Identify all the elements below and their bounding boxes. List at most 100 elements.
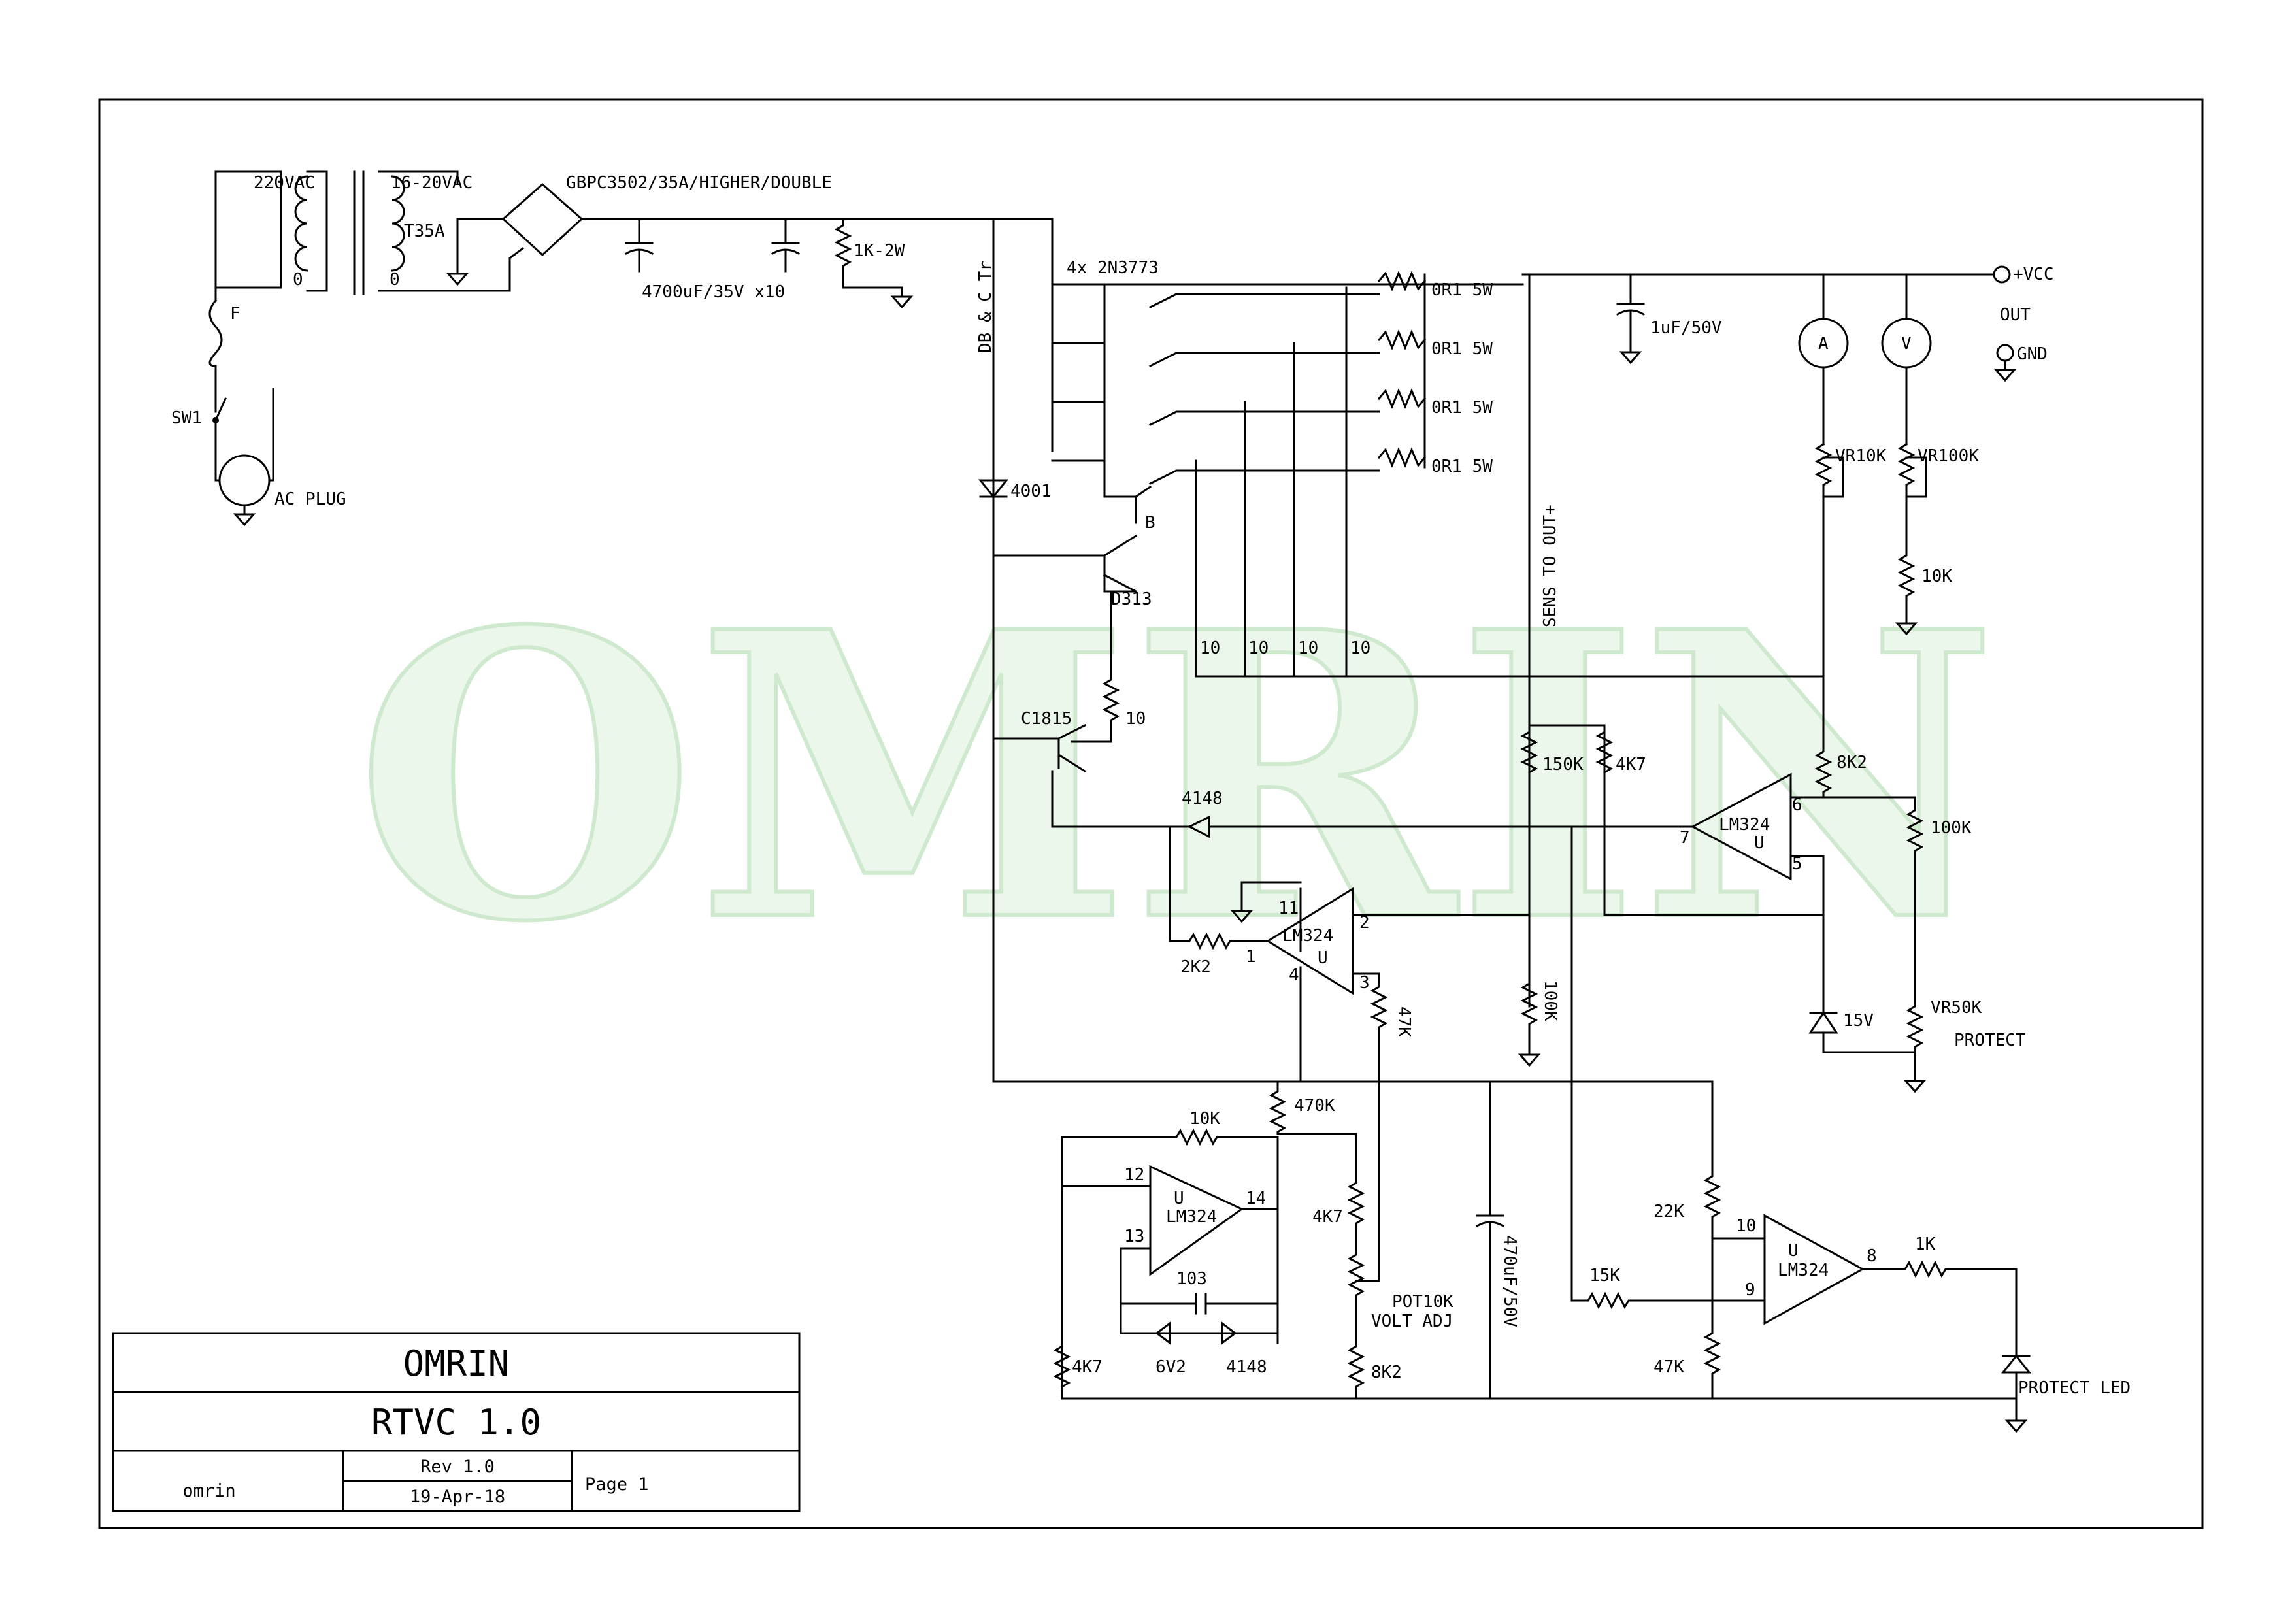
ammeter-label: A [1818, 334, 1829, 354]
cap-1u-label: 1uF/50V [1650, 318, 1722, 338]
secondary-voltage-label: 16-20VAC [391, 173, 473, 193]
output-section: +VCC OUT GND 1uF/50V A VR10K V VR100K 10… [1521, 265, 2054, 678]
vr50k-label: VR50K [1931, 998, 1982, 1018]
pin-3-label: 3 [1359, 973, 1370, 993]
pin-11-label: 11 [1278, 899, 1299, 918]
pin-7-label: 7 [1680, 828, 1690, 848]
zener-6v2-label: 6V2 [1155, 1357, 1186, 1377]
pin-12-label: 12 [1124, 1165, 1144, 1185]
primary-voltage-label: 220VAC [254, 173, 315, 193]
zener-15v-label: 15V [1843, 1011, 1874, 1031]
secondary-zero-label: 0 [390, 270, 400, 290]
pin-13-label: 13 [1124, 1227, 1144, 1246]
sense-section: SENS TO OUT+ 150K 4K7 100K LM324 U 7 6 5… [1519, 273, 2026, 1093]
sheet-border [98, 98, 2204, 1529]
pin-5-label: 5 [1792, 854, 1802, 874]
r-47k-b-label: 47K [1653, 1357, 1684, 1377]
driver-label: D313 [1111, 589, 1152, 609]
diode-4148-a-label: 4148 [1182, 789, 1223, 808]
revision: Rev 1.0 [420, 1457, 495, 1477]
pin-1-label: 1 [1246, 947, 1256, 967]
fuse-label: F [230, 304, 241, 323]
protect-label: PROTECT [1954, 1031, 2026, 1050]
title-block: OMRIN RTVC 1.0 omrin Rev 1.0 19-Apr-18 P… [112, 1332, 801, 1512]
r-8k2-b-label: 8K2 [1836, 753, 1867, 772]
mains-section: SW1 F AC PLUG 220VAC 0 16-20VAC T35A 0 G… [171, 170, 1054, 526]
transformer-label: T35A [404, 222, 445, 241]
pin-10-label: 10 [1736, 1216, 1756, 1236]
r-4k7-b-label: 4K7 [1616, 755, 1646, 774]
vcc-label: +VCC [2013, 265, 2054, 284]
opamp-a-unit: U [1318, 948, 1328, 968]
base-r2-label: 10 [1248, 638, 1269, 658]
r-10k-meter-label: 10K [1921, 567, 1952, 586]
pin-8-label: 8 [1867, 1246, 1877, 1266]
opamp-b-unit: U [1754, 833, 1765, 853]
vr10k-label: VR10K [1835, 446, 1887, 466]
gnd-label: GND [2017, 344, 2048, 364]
output-transistors-label: 4x 2N3773 [1067, 258, 1159, 278]
r-1k-label: 1K [1915, 1235, 1936, 1254]
pin-4-label: 4 [1289, 965, 1299, 985]
pin-6-label: 6 [1792, 795, 1802, 815]
r-2k2-label: 2K2 [1180, 957, 1211, 977]
emitter-r1-label: 0R1 5W [1431, 280, 1493, 300]
opamp-d-unit: U [1788, 1241, 1799, 1261]
r-10-driver-label: 10 [1125, 709, 1146, 729]
r-4k7-left-label: 4K7 [1072, 1357, 1103, 1377]
cap-470u-label: 470uF/50V [1500, 1235, 1520, 1327]
r-22k-label: 22K [1653, 1202, 1684, 1221]
r-47k-a-label: 47K [1394, 1006, 1414, 1037]
main-caps-label: 4700uF/35V x10 [642, 282, 785, 302]
opamp-d-label: LM324 [1778, 1261, 1829, 1280]
out-label: OUT [2000, 305, 2031, 325]
filter-section: 4700uF/35V x10 1K-2W [624, 218, 912, 308]
db-c-tr-label: DB & C Tr [976, 261, 995, 353]
ammeter [1798, 318, 1849, 369]
watermark: OMRIN [355, 547, 1999, 1008]
opamp-a-label: LM324 [1282, 926, 1333, 946]
page-number: Page 1 [585, 1474, 649, 1495]
schematic-title: RTVC 1.0 [371, 1402, 541, 1443]
voltmeter [1881, 318, 1932, 369]
output-stage: 4x 2N3773 0R1 5W 0R1 5W 0R1 5W 0R1 5W DB… [976, 218, 1825, 1083]
volt-adj-label: VOLT ADJ [1371, 1312, 1453, 1331]
pin-14-label: 14 [1246, 1189, 1266, 1208]
sens-label: SENS TO OUT+ [1540, 505, 1560, 627]
voltmeter-label: V [1901, 334, 1912, 354]
r-8k2-a-label: 8K2 [1371, 1363, 1402, 1382]
ac-plug-label: AC PLUG [274, 489, 346, 509]
opamp-b-label: LM324 [1719, 815, 1770, 835]
cap-103-label: 103 [1176, 1269, 1207, 1289]
r-15k-label: 15K [1589, 1266, 1620, 1285]
pot-10k-label: POT10K [1392, 1292, 1453, 1312]
emitter-r3-label: 0R1 5W [1431, 398, 1493, 418]
led-section: 22K 47K 15K LM324 U 10 9 8 1K PROTECT LE… [1570, 825, 2131, 1433]
diode-4001-label: 4001 [1010, 482, 1052, 501]
bleeder-label: 1K-2W [854, 241, 905, 261]
author: omrin [182, 1481, 235, 1501]
company-name: OMRIN [403, 1343, 510, 1384]
c1815-label: C1815 [1021, 709, 1072, 729]
diode-4148-b-label: 4148 [1226, 1357, 1267, 1377]
base-r3-label: 10 [1298, 638, 1318, 658]
r-100k-b-label: 100K [1931, 818, 1972, 838]
emitter-r4-label: 0R1 5W [1431, 457, 1493, 476]
control-section: 4148 2K2 LM324 U 11 2 3 1 4 47K 470K LM3… [992, 789, 2018, 1400]
bridge-label: GBPC3502/35A/HIGHER/DOUBLE [566, 173, 832, 193]
date: 19-Apr-18 [410, 1487, 505, 1507]
opamp-c-unit: U [1174, 1189, 1184, 1208]
base-r1-label: 10 [1200, 638, 1220, 658]
protect-led-label: PROTECT LED [2018, 1378, 2131, 1398]
switch-label: SW1 [171, 408, 202, 428]
pin-2-label: 2 [1359, 913, 1370, 933]
node-b-label: B [1145, 513, 1155, 533]
r-10k-fb-label: 10K [1189, 1109, 1220, 1129]
pin-9-label: 9 [1745, 1280, 1755, 1300]
r-470k-label: 470K [1294, 1096, 1335, 1116]
primary-zero-label: 0 [293, 270, 303, 290]
r-4k7-pot-label: 4K7 [1312, 1207, 1343, 1227]
opamp-c-label: LM324 [1166, 1207, 1217, 1227]
r-150k-label: 150K [1542, 755, 1584, 774]
